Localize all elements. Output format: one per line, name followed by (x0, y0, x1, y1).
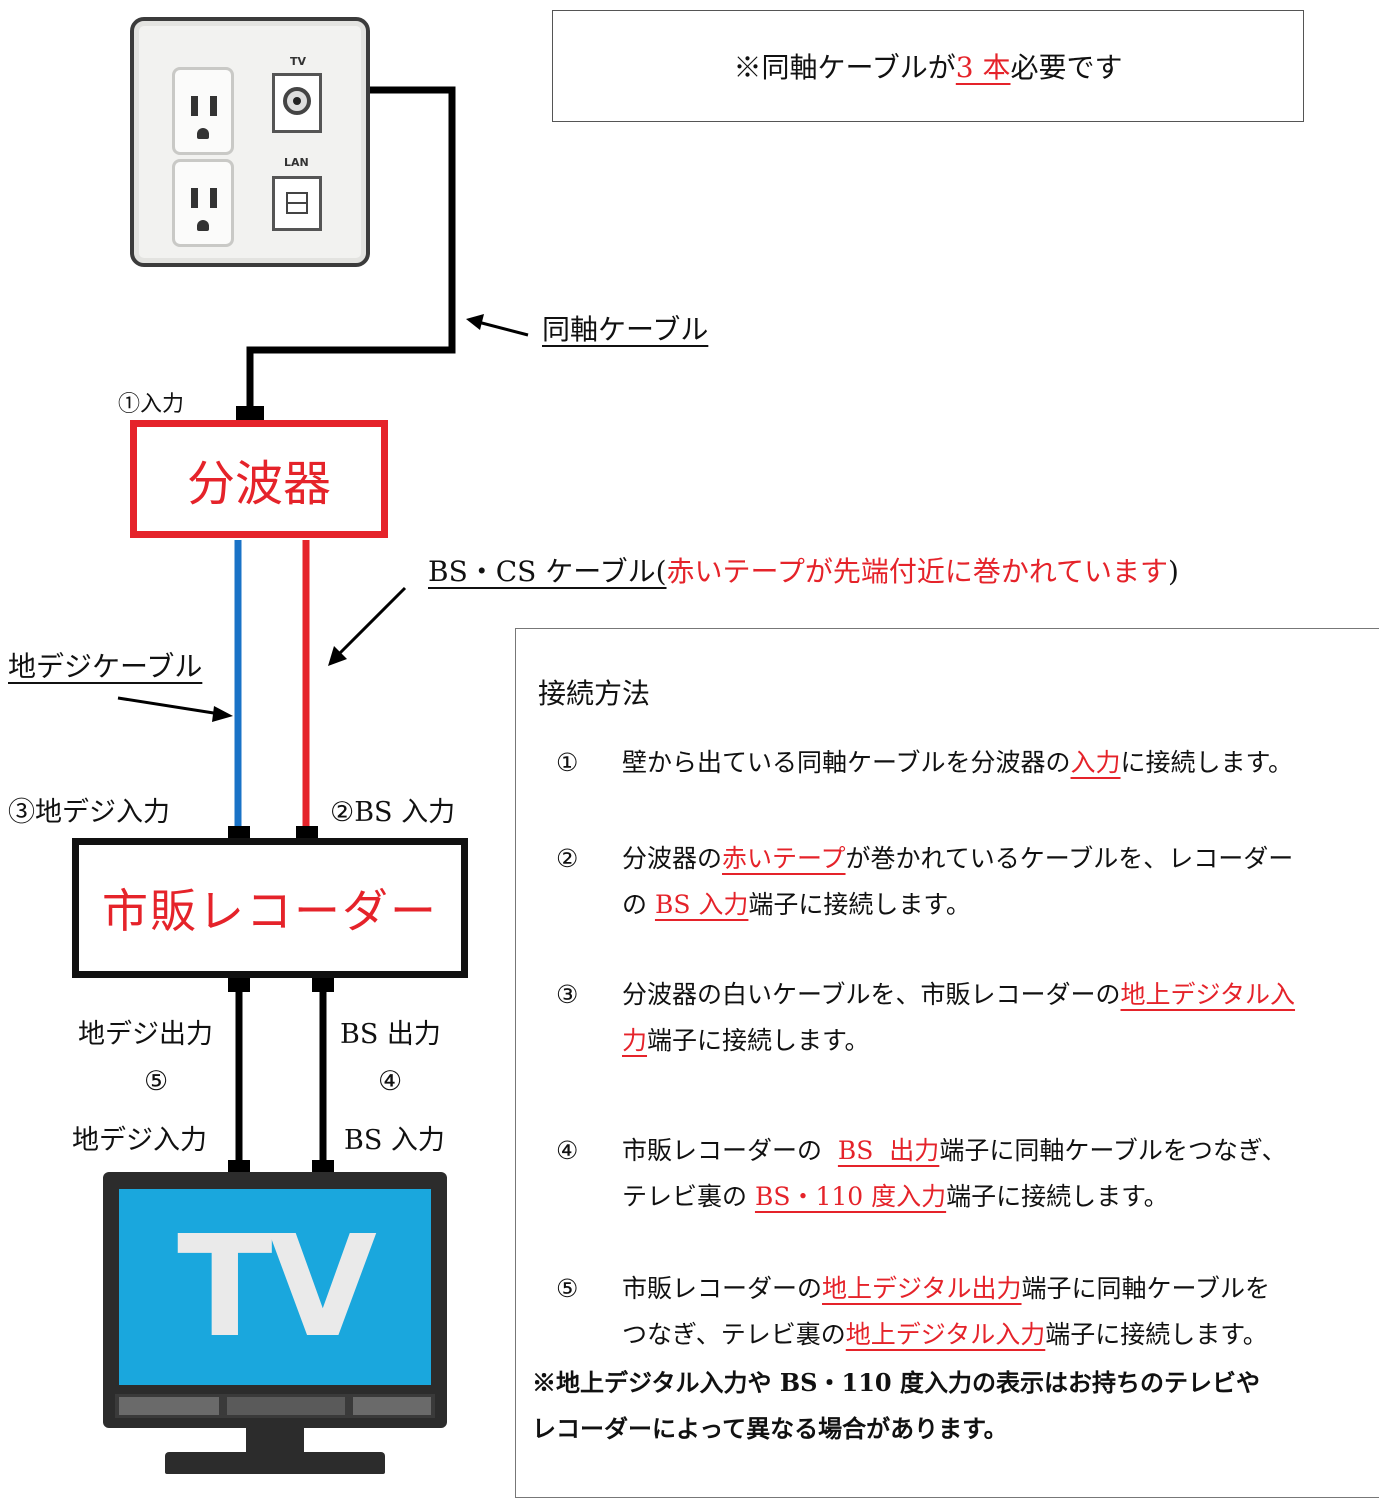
step-2-line-1: 分波器の赤いテープが巻かれているケーブルを、レコーダー (622, 844, 1294, 873)
instructions-title: 接続方法 (538, 677, 651, 710)
step-2-highlight-a: 赤いテープ (722, 844, 846, 873)
tv-logo: TV (177, 1205, 377, 1369)
tv-stand-neck (246, 1428, 304, 1454)
recorder-label: 市販レコーダー (102, 884, 438, 938)
television: TV (103, 1172, 447, 1428)
recorder-bs-input-label: ②BS 入力 (330, 797, 456, 828)
note-count: 3 本 (955, 51, 1011, 84)
step-3-number: ③ (556, 980, 579, 1009)
step-2-highlight-b: BS 入力 (654, 890, 749, 919)
recorder-bs-input-connector (296, 826, 318, 840)
step-3-highlight-b: 力 (622, 1026, 648, 1055)
coax-arrowhead (466, 314, 484, 330)
note-prefix: ※同軸ケーブルが (733, 51, 956, 84)
tv-jack-label: TV (290, 55, 307, 68)
step-5-line-1: 市販レコーダーの地上デジタル出力端子に同軸ケーブルを (622, 1274, 1271, 1303)
bs-cs-cable-label: BS・CS ケーブル(赤いテープが先端付近に巻かれています) (428, 550, 1179, 590)
coax-label-arrow (477, 320, 529, 337)
tv-bs-input-connector (312, 1160, 334, 1174)
step-3-line-2: 力端子に接続します。 (622, 1026, 870, 1055)
step-5-marker: ⑤ (144, 1066, 169, 1097)
bs-cs-cable-text: BS・CS ケーブル( (428, 555, 667, 588)
step-3-highlight-a: 地上デジタル入 (1120, 980, 1296, 1009)
tv-screen: TV (119, 1189, 431, 1385)
step-1-highlight: 入力 (1070, 748, 1121, 777)
step-5-highlight-a: 地上デジタル出力 (822, 1274, 1022, 1303)
wall-plate: TV LAN (130, 17, 370, 267)
step-5-line-2: つなぎ、テレビ裏の地上デジタル入力端子に接続します。 (622, 1320, 1268, 1349)
warning-line-2: レコーダーによって異なる場合があります。 (532, 1414, 1008, 1443)
splitter-box: 分波器 (130, 420, 388, 538)
warning-line-1: ※地上デジタル入力や BS・110 度入力の表示はお持ちのテレビや (532, 1368, 1260, 1397)
step-4-line-1: 市販レコーダーの BS 出力端子に同軸ケーブルをつなぎ、 (622, 1136, 1287, 1165)
recorder-bs-output-connector (312, 978, 334, 992)
coax-cable-label: 同軸ケーブル (542, 313, 709, 346)
note-suffix: 必要です (1010, 51, 1123, 84)
step-2-line-2: の BS 入力端子に接続します。 (622, 890, 971, 919)
step-3-line-1: 分波器の白いケーブルを、市販レコーダーの地上デジタル入 (622, 980, 1296, 1009)
terrestrial-label-arrow (117, 696, 221, 716)
step-1-text: 壁から出ている同軸ケーブルを分波器の入力に接続します。 (622, 748, 1294, 777)
step-5-number: ⑤ (556, 1274, 579, 1303)
tv-bezel-bar (115, 1394, 435, 1418)
recorder-box: 市販レコーダー (72, 838, 468, 978)
recorder-terrestrial-output-connector (228, 978, 250, 992)
tv-bs-input-label: BS 入力 (344, 1125, 445, 1156)
step-4-highlight-a: BS 出力 (837, 1136, 940, 1165)
step-5-highlight-b: 地上デジタル入力 (845, 1320, 1046, 1349)
cable-count-note: ※同軸ケーブルが 3 本 必要です (552, 10, 1304, 122)
step-4-line-2: テレビ裏の BS・110 度入力端子に接続します。 (622, 1182, 1169, 1211)
splitter-input-connector (236, 406, 264, 420)
bs-cs-cable-close: ) (1168, 555, 1179, 588)
bs-cable-arrowhead (328, 646, 347, 666)
splitter-label: 分波器 (186, 456, 331, 512)
tv-terrestrial-input-label: 地デジ入力 (72, 1125, 207, 1156)
recorder-terrestrial-output-label: 地デジ出力 (78, 1019, 213, 1050)
tv-stand-base (165, 1452, 385, 1474)
bs-cs-cable-note: 赤いテープが先端付近に巻かれています (666, 555, 1168, 588)
step-4-highlight-b: BS・110 度入力 (754, 1182, 947, 1211)
recorder-terrestrial-input-label: ③地デジ入力 (8, 797, 170, 828)
step-2-number: ② (556, 844, 579, 873)
terrestrial-cable-label: 地デジケーブル (8, 650, 203, 683)
power-outlet-bottom (172, 159, 234, 247)
step-1-number: ① (556, 748, 579, 777)
bs-cable-label-arrow (336, 586, 407, 657)
terrestrial-arrowhead (212, 706, 233, 722)
step-4-number: ④ (556, 1136, 579, 1165)
step-4-marker: ④ (378, 1066, 403, 1097)
splitter-input-label: ①入力 (118, 392, 185, 417)
tv-terrestrial-input-connector (228, 1160, 250, 1174)
power-outlet-top (172, 67, 234, 155)
coax-cable-wall-to-splitter (246, 86, 456, 412)
lan-jack-label: LAN (284, 156, 309, 169)
lan-jack (272, 176, 322, 231)
recorder-bs-output-label: BS 出力 (340, 1019, 441, 1050)
tv-coax-jack (272, 73, 322, 133)
recorder-terrestrial-input-connector (228, 826, 250, 840)
